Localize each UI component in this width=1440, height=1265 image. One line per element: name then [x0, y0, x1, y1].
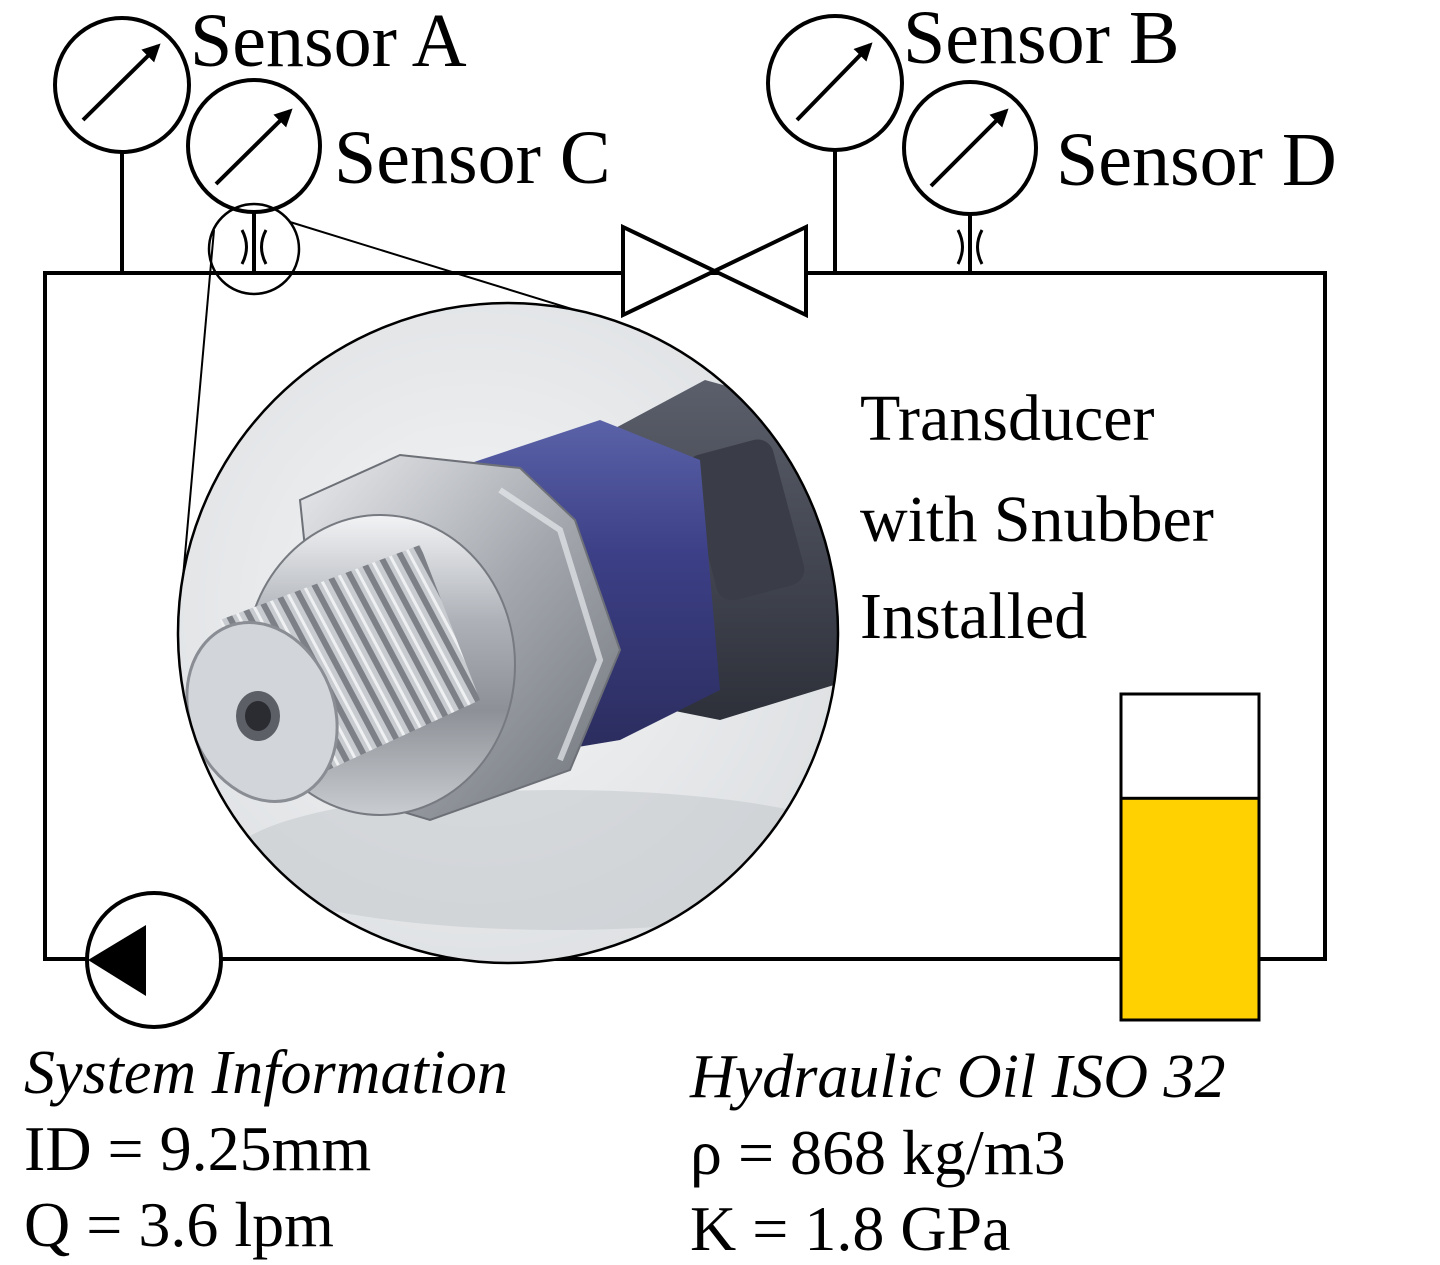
system-info-title: System Information: [24, 1039, 508, 1107]
sensor-c-label: Sensor C: [334, 116, 611, 200]
sensor-a-label: Sensor A: [190, 0, 467, 83]
sensor-a-gauge-circle: [53, 16, 191, 154]
sensor-b-label: Sensor B: [903, 0, 1180, 80]
oil-info-title: Hydraulic Oil ISO 32: [689, 1043, 1226, 1111]
inset-caption-line-1: Transducer: [860, 382, 1155, 455]
valve-icon: [621, 223, 808, 319]
pump-circle: [85, 891, 223, 1029]
sensor-c-gauge: [186, 78, 322, 296]
transducer-photo: [176, 301, 840, 965]
sensor-a-gauge: [53, 16, 191, 273]
reservoir-oil-level: [1119, 796, 1261, 1022]
oil-reservoir: [1119, 692, 1261, 1022]
sensor-c-detail-circle: [207, 202, 301, 296]
sensor-c-needle-icon: [214, 108, 293, 186]
sensor-c-snubber-icon: [240, 229, 268, 265]
sensor-d-gauge: [902, 80, 1038, 273]
inset-callout-line-left: [179, 229, 215, 612]
pump-icon: [85, 891, 223, 1029]
transducer-photo-frame: [176, 301, 840, 965]
sensor-d-snubber-icon: [956, 229, 984, 265]
sensor-d-needle-icon: [929, 108, 1009, 188]
oil-info-density: ρ = 868 kg/m3: [690, 1117, 1066, 1188]
inset-caption-line-2: with Snubber: [860, 483, 1214, 556]
inset-caption-line-3: Installed: [860, 580, 1087, 653]
sensor-b-gauge: [766, 14, 904, 273]
sensor-a-needle-icon: [81, 43, 161, 122]
sensor-b-needle-icon: [795, 42, 873, 122]
pump-triangle: [88, 925, 146, 996]
sensor-d-label: Sensor D: [1056, 118, 1337, 202]
system-info-flow: Q = 3.6 lpm: [24, 1189, 334, 1260]
oil-info-bulk-modulus: K = 1.8 GPa: [690, 1193, 1011, 1264]
system-info-id: ID = 9.25mm: [24, 1113, 371, 1184]
